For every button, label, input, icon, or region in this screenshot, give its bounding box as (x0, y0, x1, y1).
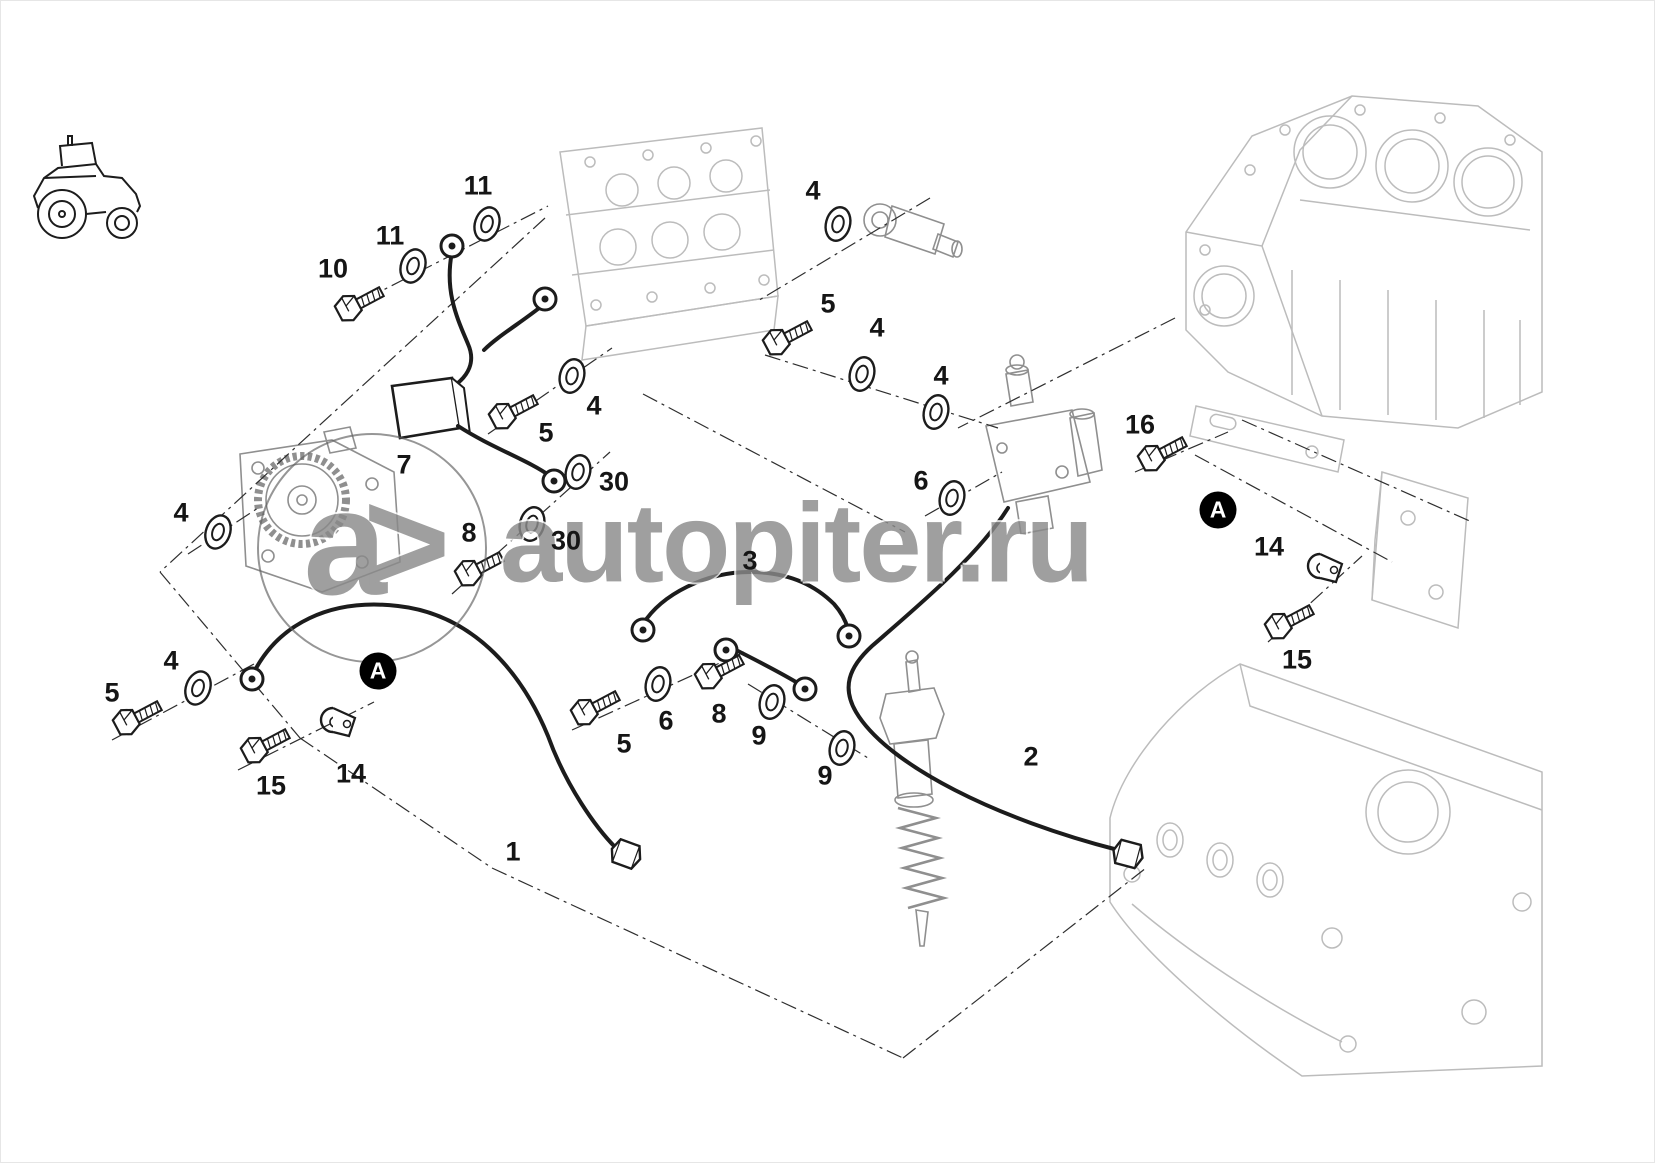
part-callout: 5 (820, 288, 836, 319)
part-callout: 5 (104, 677, 120, 708)
mount-bracket (1371, 471, 1469, 630)
part-callout: 4 (869, 312, 885, 343)
part-callout: 11 (463, 170, 493, 201)
engine-block (1185, 95, 1543, 429)
part-callout: 6 (658, 705, 674, 736)
part-callout: 5 (538, 417, 554, 448)
part-callout: 5 (616, 728, 632, 759)
part-callout: 15 (1281, 644, 1313, 675)
part-callout: 7 (396, 449, 412, 480)
part-callout: 9 (751, 720, 767, 751)
part-callout: 15 (255, 770, 287, 801)
part-callout: 11 (375, 220, 405, 251)
part-callout: 4 (173, 497, 189, 528)
vent-valve (863, 203, 963, 259)
part-callout: 2 (1023, 741, 1039, 772)
part-callout: 4 (586, 390, 602, 421)
injector (879, 650, 949, 947)
part-callout: 30 (598, 466, 630, 497)
part-callout: 3 (742, 545, 758, 576)
part-callout: 4 (163, 645, 179, 676)
fuel-pipes (251, 250, 1120, 852)
part-callout: 14 (1253, 531, 1285, 562)
part-callout: 8 (711, 698, 727, 729)
part-callout: 30 (550, 525, 582, 556)
part-callout: 4 (805, 175, 821, 206)
pressure-valve (985, 354, 1103, 535)
part-callout: 16 (1124, 409, 1156, 440)
support-bracket (1189, 405, 1345, 473)
part-callout: 8 (461, 517, 477, 548)
valve-cover (1109, 663, 1543, 1077)
part-callout: 14 (335, 758, 367, 789)
tractor-icon (32, 135, 142, 239)
part-callout: 6 (913, 465, 929, 496)
part-callout: 10 (317, 253, 349, 284)
part-callout: 4 (933, 360, 949, 391)
part-callout: 1 (505, 836, 521, 867)
detail-marker: A (1199, 491, 1237, 529)
part-callout: 9 (817, 760, 833, 791)
detail-marker: A (359, 652, 397, 690)
